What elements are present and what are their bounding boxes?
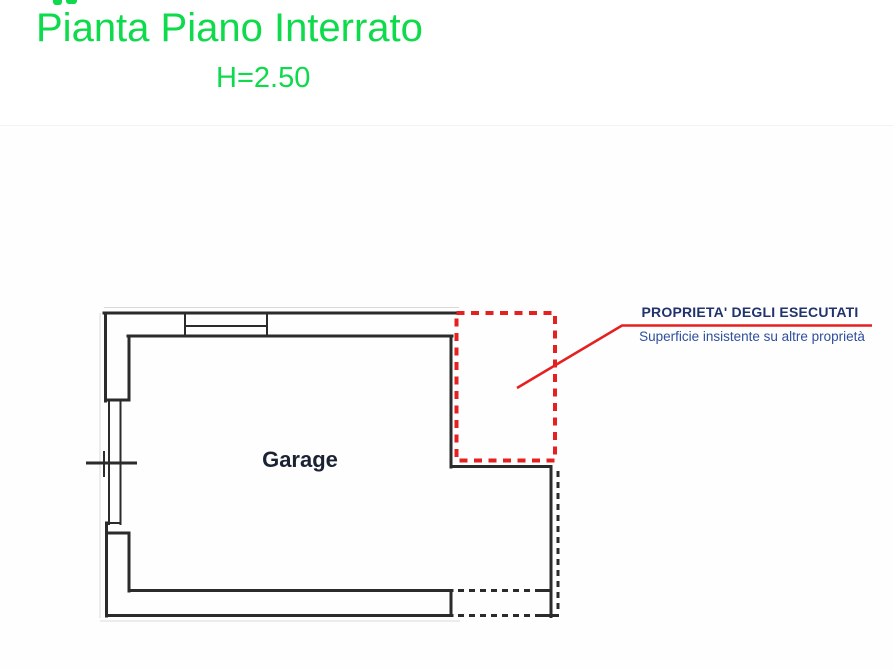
hidden-boundary-dashed [458, 471, 560, 617]
cropped-text-fragment [66, 0, 77, 4]
callout-title: PROPRIETA' DEGLI ESECUTATI [641, 304, 859, 320]
cropped-text-fragment [53, 0, 62, 5]
other-property-area-outline [454, 311, 557, 463]
callout-subtitle: Superficie insistente su altre proprietà [639, 329, 865, 344]
ceiling-height-label: H=2.50 [216, 62, 311, 94]
scan-page-edge [0, 125, 893, 670]
room-label-garage: Garage [262, 447, 338, 472]
callout-leader-line [516, 324, 872, 390]
drawing-title: Pianta Piano Interrato [36, 6, 423, 50]
wall-axis-cross-mark [86, 451, 137, 477]
construction-guide-lines [99, 307, 460, 622]
window [183, 311, 269, 338]
